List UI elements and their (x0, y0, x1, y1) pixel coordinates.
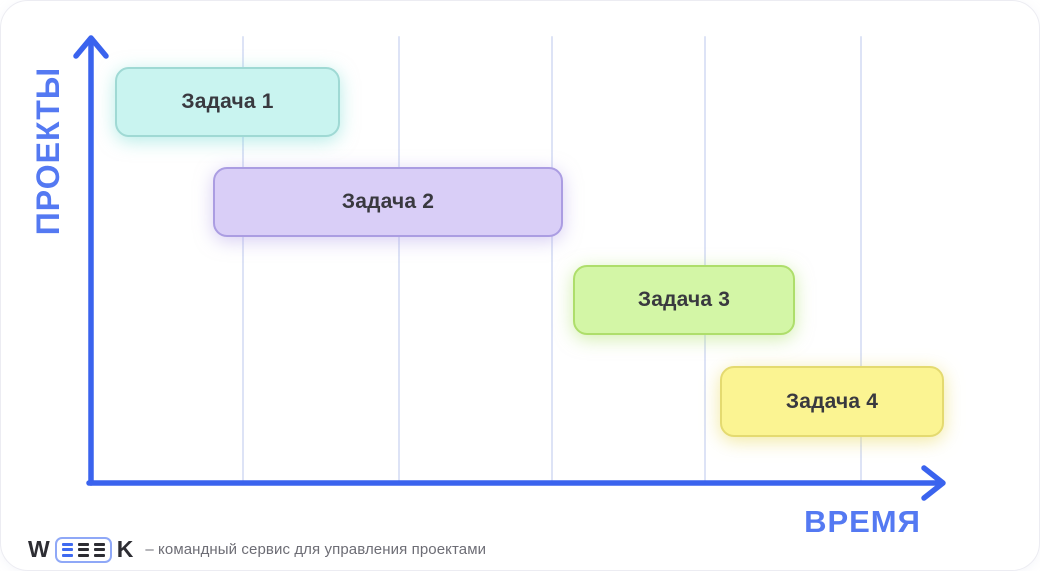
task-bar-label: Задача 4 (785, 389, 879, 413)
task-bar-label: Задача 1 (181, 90, 274, 113)
weeek-logo-eee-icon (54, 536, 112, 563)
task-bar: Задача 1 (115, 67, 340, 137)
gridline (242, 36, 244, 481)
task-bar: Задача 3 (573, 265, 795, 335)
logo-e-icon (61, 542, 73, 557)
x-axis-label: ВРЕМЯ (804, 504, 921, 539)
task-bar-label: Задача 2 (341, 190, 435, 213)
task-bar-label: Задача 3 (637, 288, 731, 311)
gridline (860, 36, 862, 481)
y-axis-label: ПРОЕКТЫ (30, 66, 66, 236)
logo-e-icon (77, 542, 89, 557)
gridline (398, 36, 400, 481)
gridline (704, 36, 706, 481)
task-bar: Задача 2 (213, 167, 563, 237)
task-bar: Задача 4 (720, 366, 944, 437)
logo-e-icon (93, 542, 105, 557)
weeek-logo-k: K (116, 536, 134, 562)
brand-tagline: – командный сервис для управления проект… (145, 541, 487, 558)
weeek-logo-w: W (28, 536, 50, 562)
gridline (551, 36, 553, 481)
brand-footer: W K – командный сервис для управления пр… (28, 536, 486, 563)
